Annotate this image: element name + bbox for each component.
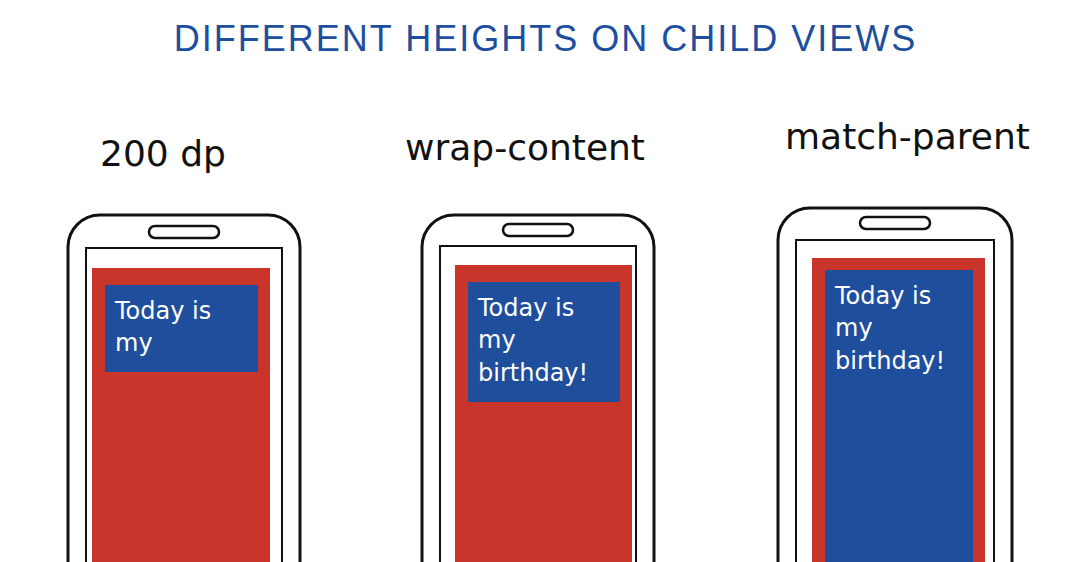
phone-body <box>68 215 300 562</box>
phone-view: wrap-contentToday is my birthday! <box>422 215 654 562</box>
height-heading: wrap-content <box>405 127 645 168</box>
height-heading: 200 dp <box>100 133 226 174</box>
parent-view <box>92 268 270 562</box>
phone-body <box>422 215 654 562</box>
phone-speaker <box>149 226 219 238</box>
child-view: Today is my birthday! <box>468 282 620 402</box>
phone-speaker <box>860 217 930 229</box>
diagram-title: DIFFERENT HEIGHTS ON CHILD VIEWS <box>0 18 1091 60</box>
phone-screen <box>86 248 282 562</box>
child-view: Today is my birthday! <box>825 270 973 562</box>
phone-screen <box>440 246 636 562</box>
child-text: Today is my <box>115 295 248 360</box>
phone-outline <box>68 215 300 562</box>
child-text: Today is my birthday! <box>835 280 963 377</box>
height-heading: match-parent <box>785 116 1030 157</box>
phone-outline <box>422 215 654 562</box>
parent-view <box>455 265 632 562</box>
phone-view: match-parentToday is my birthday! <box>778 208 1012 562</box>
phone-speaker <box>503 224 573 236</box>
phone-view: 200 dpToday is my <box>68 215 300 562</box>
child-text: Today is my birthday! <box>478 292 610 389</box>
child-view: Today is my <box>105 285 258 372</box>
